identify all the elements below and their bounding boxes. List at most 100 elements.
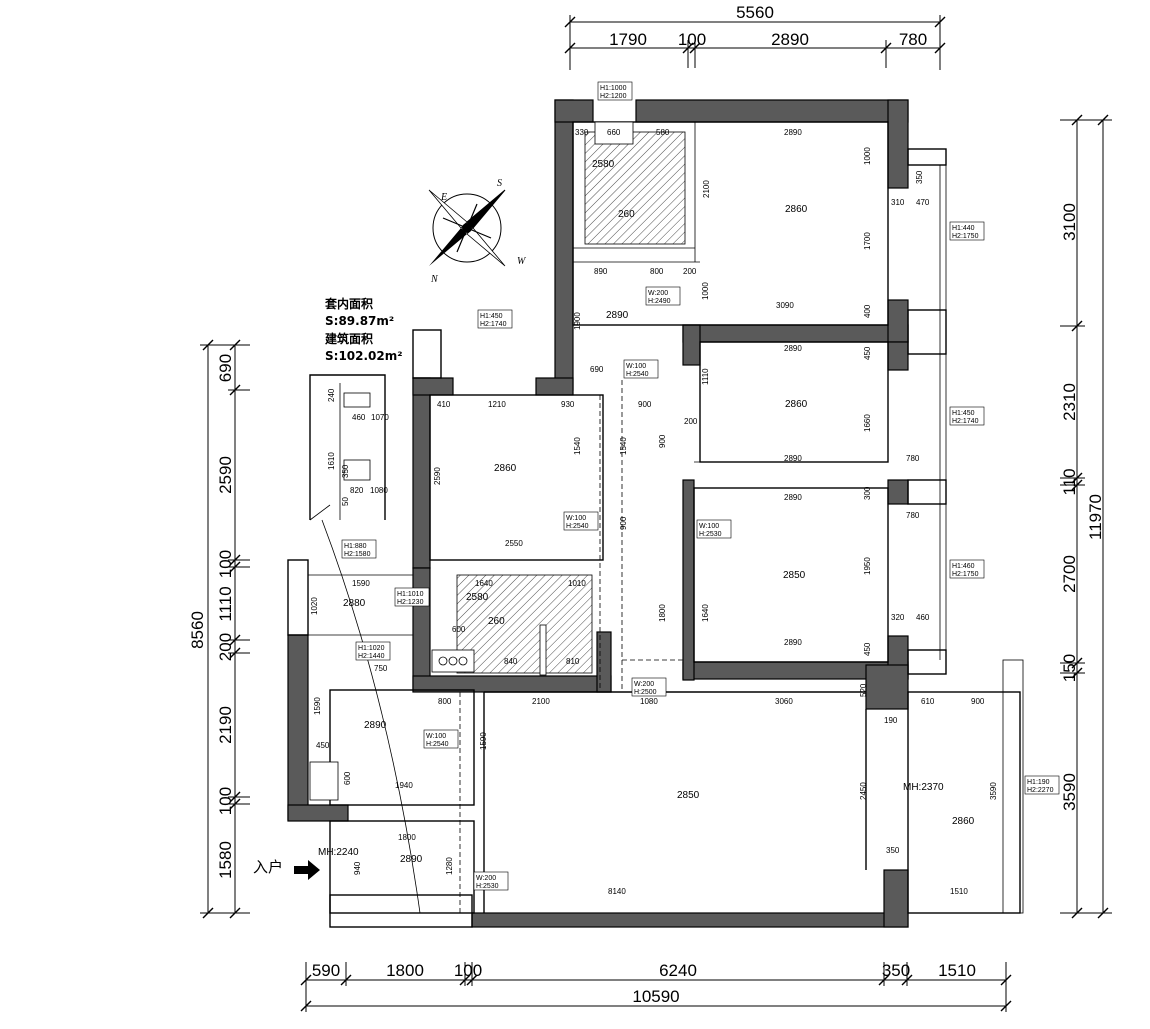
- room-height-labels: 2580 260 2860 2890 2860 2860 2850 2880 2…: [318, 159, 975, 865]
- tag-line: H2:1740: [952, 418, 979, 425]
- opening-tag: H1:880 H2:1580: [341, 539, 377, 559]
- tag-line: H1:1010: [397, 591, 424, 598]
- opening-tag: H1:1010 H2:1230: [394, 587, 430, 607]
- right-seg-150: 150: [1060, 654, 1079, 682]
- dim-800b: 800: [438, 697, 452, 706]
- dim-8140: 8140: [608, 887, 626, 896]
- dim-350a: 350: [915, 170, 924, 184]
- dim-1640b: 1640: [475, 579, 493, 588]
- left-total-dim: 8560: [188, 611, 207, 649]
- top-seg-100: 100: [678, 30, 706, 49]
- right-seg-3590: 3590: [1060, 773, 1079, 811]
- bathrooms-hatched: [309, 121, 686, 801]
- tag-line: H:2490: [648, 298, 671, 305]
- tag-line: H:2500: [634, 689, 657, 696]
- dim-780a: 780: [906, 454, 920, 463]
- tag-line: H2:1750: [952, 233, 979, 240]
- dim-2890c: 2890: [784, 454, 802, 463]
- tag-line: W:200: [476, 875, 496, 882]
- right-total-dim: 11970: [1086, 494, 1105, 540]
- entry-height: 2890: [400, 854, 423, 865]
- dim-930: 930: [561, 400, 575, 409]
- dim-520: 520: [859, 683, 868, 697]
- tag-line: H:2540: [626, 371, 649, 378]
- opening-tag: W:100 H:2530: [696, 519, 732, 539]
- building-area-label: 建筑面积: [324, 331, 373, 346]
- dim-2890b: 2890: [784, 344, 802, 353]
- bed-e-height: 2850: [783, 570, 806, 581]
- compass-north: N: [430, 274, 439, 285]
- right-seg-2700: 2700: [1060, 555, 1079, 593]
- cab-820: 820: [350, 486, 364, 495]
- dim-1080: 1080: [640, 697, 658, 706]
- left-seg-2590: 2590: [216, 456, 235, 494]
- opening-tag: W:200 H:2490: [645, 286, 681, 306]
- dim-2890a: 2890: [784, 128, 802, 137]
- dim-410: 410: [437, 400, 451, 409]
- mh-balcony: MH:2370: [903, 782, 944, 793]
- cab-50: 50: [341, 497, 350, 506]
- dim-450c: 450: [316, 741, 330, 750]
- dim-1000a: 1000: [863, 147, 872, 165]
- dim-190: 190: [884, 716, 898, 725]
- tag-line: W:100: [566, 515, 586, 522]
- dim-900d: 900: [658, 434, 667, 448]
- right-dimension-chain: 3100 2310 110 2700 150 3590 11970: [1060, 114, 1112, 919]
- dim-810: 810: [566, 657, 580, 666]
- dim-600a: 600: [343, 771, 352, 785]
- dim-580: 580: [656, 128, 670, 137]
- tag-line: W:100: [626, 363, 646, 370]
- dim-3590: 3590: [989, 782, 998, 800]
- tag-line: W:200: [634, 681, 654, 688]
- right-seg-3100: 3100: [1060, 203, 1079, 241]
- tag-line: H1:440: [952, 225, 975, 232]
- top-seg-2890: 2890: [771, 30, 809, 49]
- dim-600b: 600: [452, 625, 466, 634]
- inner-area-label: 套内面积: [324, 296, 373, 311]
- hall-height: 2880: [343, 598, 366, 609]
- inner-area-value: S:89.87m²: [325, 314, 394, 328]
- bath-top-height-2: 260: [618, 209, 635, 220]
- dim-2590: 2590: [433, 467, 442, 485]
- opening-tag: W:200 H:2500: [631, 677, 667, 697]
- dim-1590c: 1590: [313, 697, 322, 715]
- tag-line: H1:1020: [358, 645, 385, 652]
- dim-1510: 1510: [950, 887, 968, 896]
- right-seg-110: 110: [1060, 468, 1079, 495]
- cab-240: 240: [327, 388, 336, 402]
- dim-1950: 1950: [863, 557, 872, 575]
- dim-900c: 900: [971, 697, 985, 706]
- tag-line: H1:460: [952, 563, 975, 570]
- compass-east: E: [440, 192, 447, 203]
- bath-mid-height: 2580: [466, 592, 489, 603]
- dim-1800: 1800: [398, 833, 416, 842]
- compass-south: S: [497, 178, 502, 189]
- walls: [287, 99, 909, 928]
- dim-1900: 1900: [573, 312, 582, 330]
- entrance-label: 入户: [253, 858, 283, 876]
- opening-tag: H1:460 H2:1750: [949, 559, 985, 579]
- dim-1540b: 1540: [619, 437, 628, 455]
- bottom-seg-1510: 1510: [938, 961, 976, 980]
- dim-1540a: 1540: [573, 437, 582, 455]
- top-seg-780: 780: [899, 30, 927, 49]
- bottom-seg-350: 350: [882, 961, 910, 980]
- dim-660: 660: [607, 128, 621, 137]
- dim-840: 840: [504, 657, 518, 666]
- dim-3090: 3090: [776, 301, 794, 310]
- tag-line: H:2530: [699, 531, 722, 538]
- tag-line: H2:1200: [600, 93, 627, 100]
- dim-940: 940: [353, 861, 362, 875]
- tag-line: H1:450: [480, 313, 503, 320]
- balcony-height: 2860: [952, 816, 975, 827]
- tag-line: H2:1230: [397, 599, 424, 606]
- dim-2550: 2550: [505, 539, 523, 548]
- dim-1000b: 1000: [701, 282, 710, 300]
- bottom-total-dim: 10590: [632, 987, 679, 1006]
- left-seg-100a: 100: [216, 550, 235, 578]
- tag-line: H2:1740: [480, 321, 507, 328]
- dim-200a: 200: [683, 267, 697, 276]
- bed-ne-height: 2860: [785, 204, 808, 215]
- opening-tag: W:200 H:2530: [473, 871, 509, 891]
